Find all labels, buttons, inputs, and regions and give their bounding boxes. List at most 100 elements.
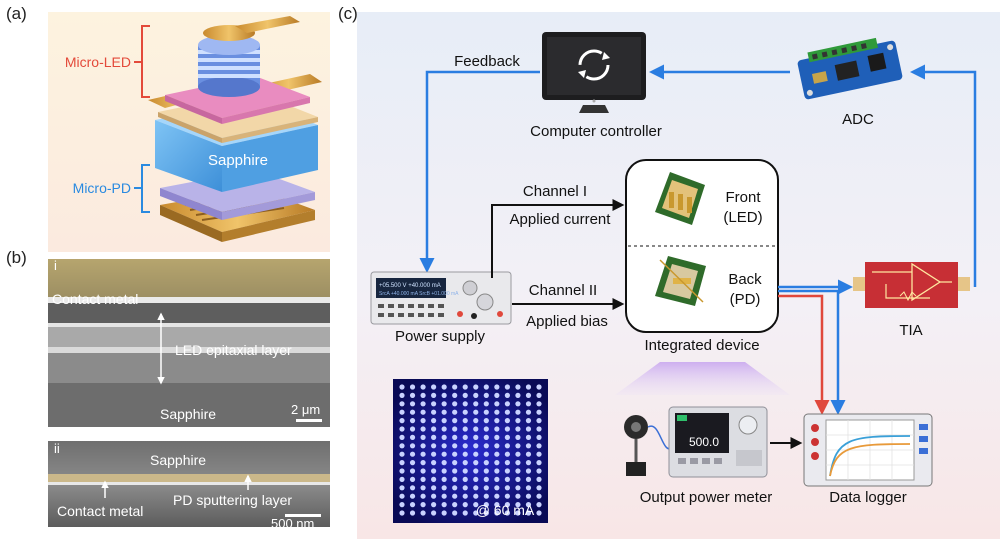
led-dot [515, 384, 521, 390]
led-dot [399, 460, 405, 466]
led-dot [441, 434, 447, 440]
led-dot [431, 476, 437, 482]
led-dot [494, 434, 500, 440]
led-dot [399, 485, 405, 491]
led-dot [420, 460, 426, 466]
led-dot [431, 401, 437, 407]
led-dot [420, 493, 426, 499]
led-dot [409, 434, 416, 440]
led-dot [431, 510, 437, 516]
led-dot [452, 493, 458, 499]
led-dot [515, 426, 521, 432]
adc-label: ADC [842, 111, 874, 128]
led-dot [431, 451, 437, 457]
micro-led-stack [148, 16, 322, 143]
led-dot [536, 392, 542, 398]
led-dot [515, 392, 521, 398]
micro-pd-bracket [134, 164, 150, 213]
led-dot [420, 426, 426, 432]
led-dot [441, 493, 447, 499]
led-dot [473, 510, 479, 516]
led-dot [462, 468, 468, 474]
led-dot [452, 401, 458, 407]
sem-i-contact-metal: Contact metal [52, 291, 138, 307]
micro-pd-label: Micro-PD [73, 180, 131, 196]
led-dot [452, 451, 458, 457]
led-dot [504, 384, 510, 390]
led-dot [483, 493, 489, 499]
led-dot [525, 434, 532, 440]
led-dot [441, 384, 447, 390]
led-dot [536, 426, 542, 432]
led-dot [441, 468, 447, 474]
led-dot [494, 384, 500, 390]
led-dot [525, 460, 532, 466]
led-dot [473, 485, 479, 491]
led-dot [431, 468, 437, 474]
led-dot [536, 401, 542, 407]
led-dot [441, 418, 447, 424]
applied-current-label: Applied current [510, 211, 612, 228]
back-sub-label: (PD) [730, 291, 761, 308]
led-dot [483, 384, 489, 390]
led-dot [473, 392, 479, 398]
led-array-caption: @ 60 mA [476, 502, 535, 518]
adc-board [797, 37, 903, 100]
led-dot [441, 451, 447, 457]
led-dot [420, 502, 426, 508]
led-dot [409, 392, 416, 398]
led-dot [494, 485, 500, 491]
led-dot [420, 451, 426, 457]
led-dot [462, 392, 468, 398]
led-dot [494, 502, 500, 508]
pd-layer [160, 170, 315, 212]
led-dot [504, 443, 510, 449]
led-dot [452, 476, 458, 482]
led-dot [452, 510, 458, 516]
output-power-meter: 500.0 [624, 406, 768, 478]
led-dot [441, 443, 447, 449]
led-dot [409, 451, 416, 457]
led-dot [441, 401, 447, 407]
led-dot [525, 443, 532, 449]
led-dot [409, 493, 416, 499]
led-dot [483, 468, 489, 474]
led-dot [409, 485, 416, 491]
led-dot [399, 409, 405, 415]
pd-to-logger-red-arrow [778, 294, 830, 415]
led-dot [452, 460, 458, 466]
led-dot [483, 476, 489, 482]
led-dot [494, 426, 500, 432]
sem-image-i: i Contact metal LED epitaxial layer Sapp… [48, 258, 330, 427]
led-dot [536, 434, 542, 440]
sem-ii-tag: ii [54, 441, 60, 456]
channel-1-label: Channel I [523, 183, 587, 200]
sem-ii-scale-bar [285, 514, 321, 517]
led-dot [462, 426, 468, 432]
led-dot [420, 485, 426, 491]
led-dot [399, 434, 405, 440]
led-dot [536, 510, 542, 516]
tia-board [853, 262, 970, 308]
led-dot [473, 401, 479, 407]
led-dot [420, 409, 426, 415]
integrated-device: Front (LED) Back (PD) [625, 159, 779, 333]
led-dot [515, 510, 521, 516]
led-dot [409, 401, 416, 407]
sem-i-sapphire: Sapphire [160, 406, 216, 422]
led-dot [462, 493, 468, 499]
led-dot [431, 384, 437, 390]
led-dot [483, 485, 489, 491]
led-dot [515, 401, 521, 407]
led-dot [536, 460, 542, 466]
led-dot [494, 443, 500, 449]
led-dot [409, 502, 416, 508]
led-dot [399, 510, 405, 516]
power-supply: +05.500 V +40.000 mA SrcA +40.000 mA Src… [370, 271, 512, 325]
led-dot [515, 502, 521, 508]
panel-a-letter: (a) [6, 4, 27, 23]
micro-led-bracket [134, 25, 150, 98]
led-dot [441, 476, 447, 482]
led-dot [431, 443, 437, 449]
led-dot [409, 418, 416, 424]
